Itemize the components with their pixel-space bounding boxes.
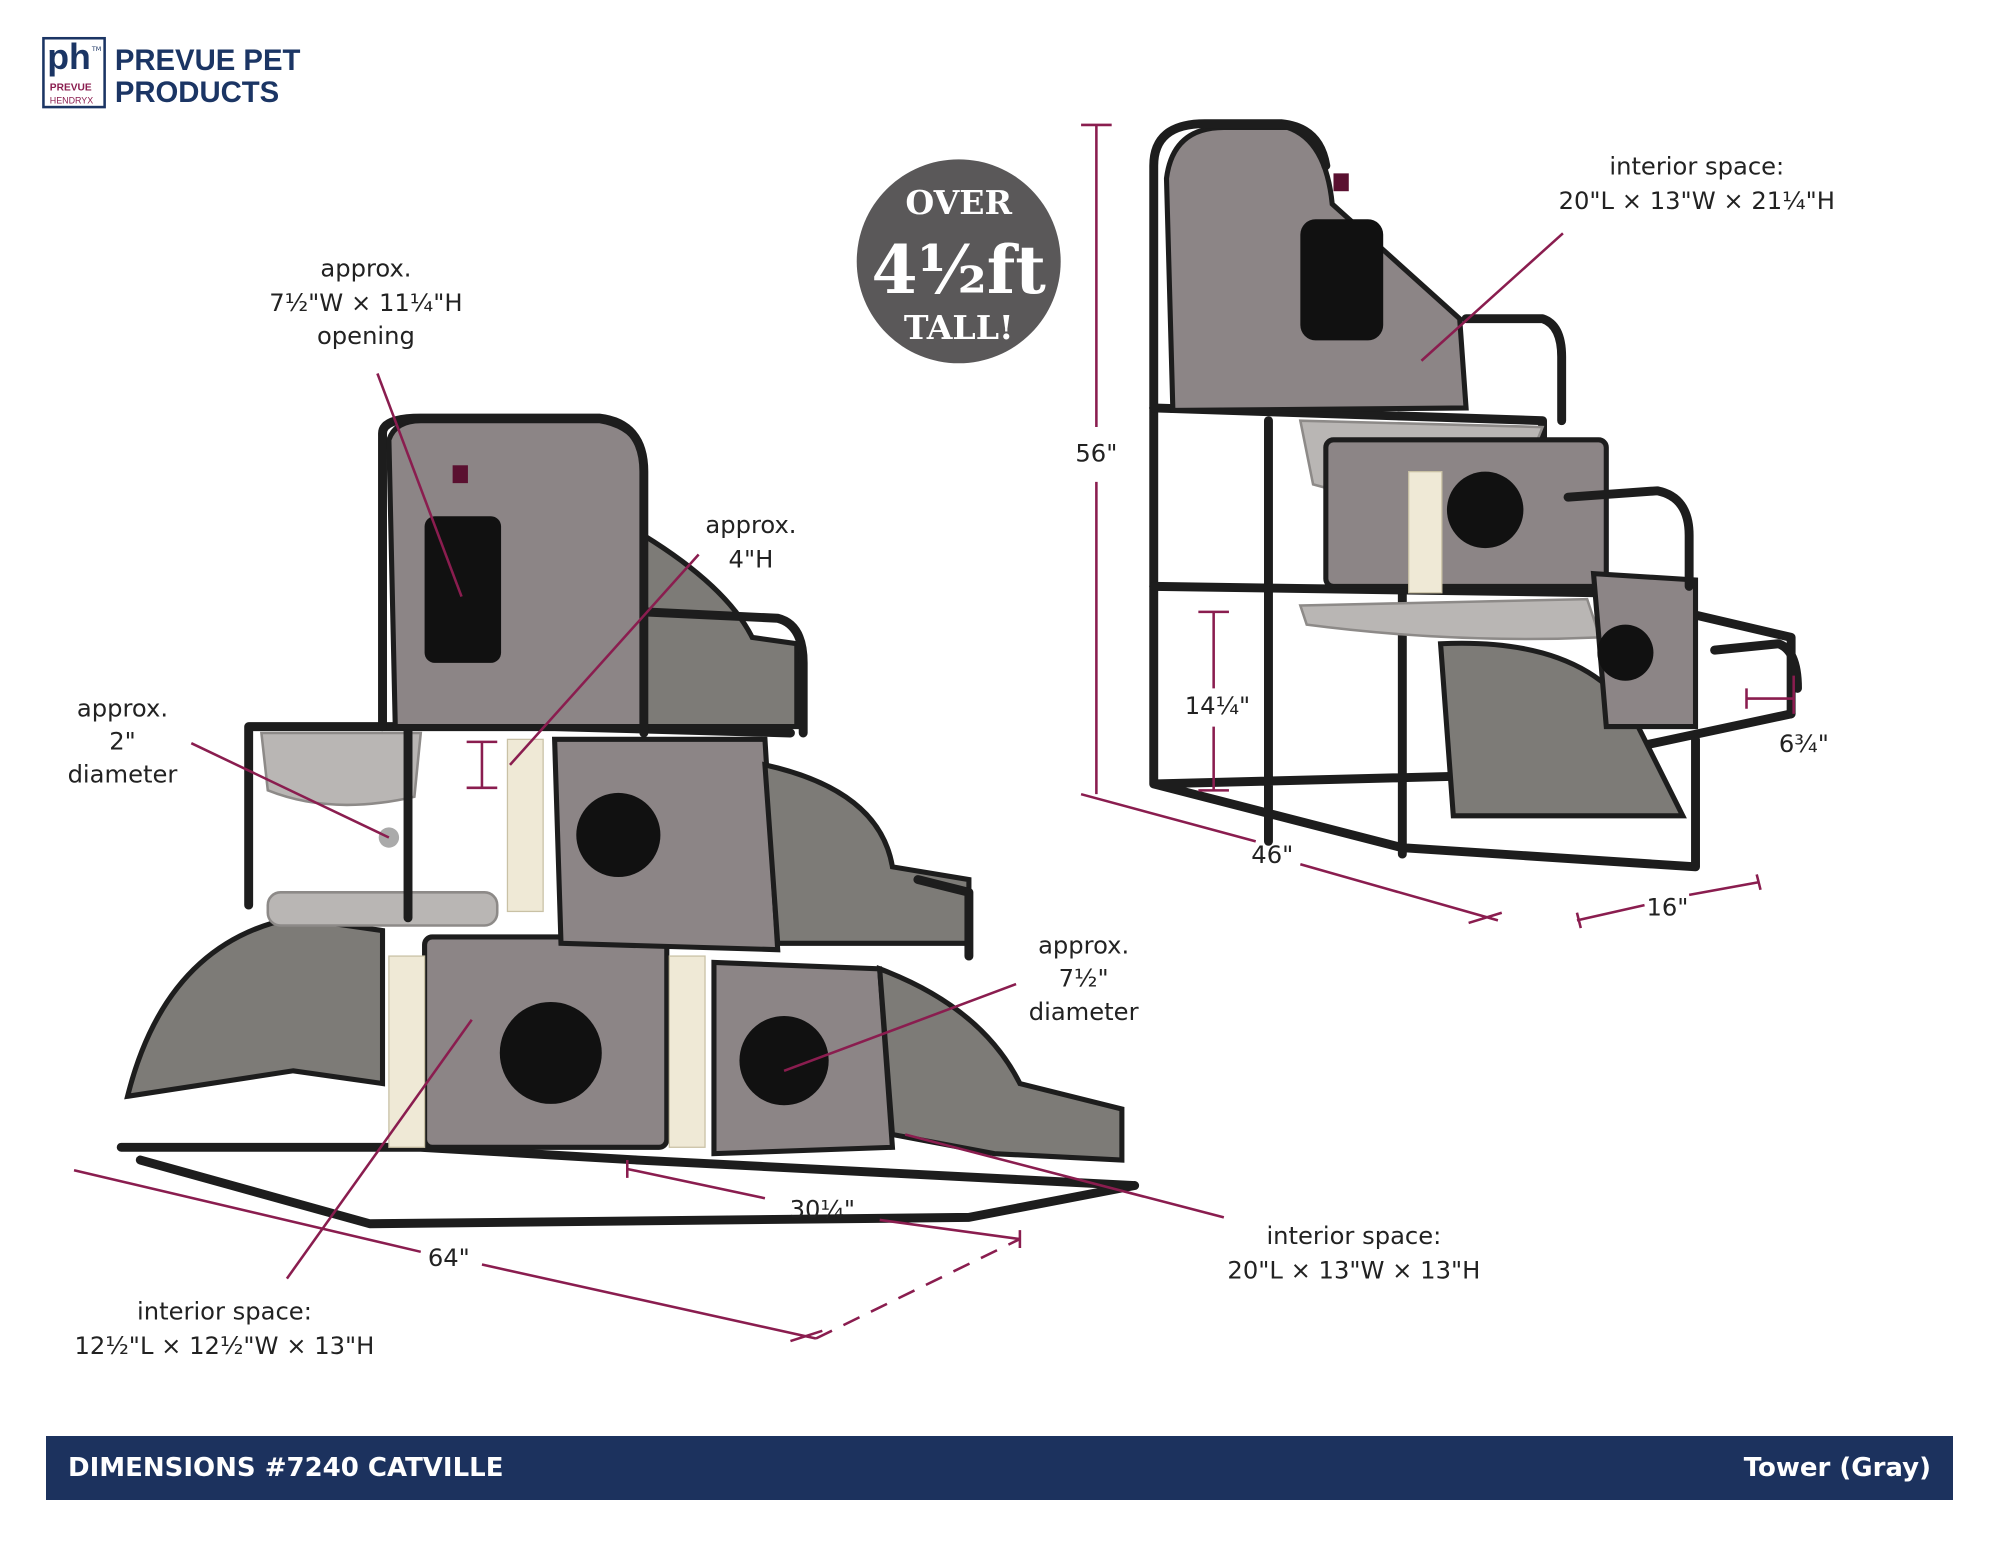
- svg-text:TM: TM: [91, 45, 101, 53]
- svg-text:approx.: approx.: [77, 694, 168, 722]
- label-hole-diameter: approx. 7½" diameter: [1029, 932, 1139, 1026]
- label-depth: 16": [1646, 893, 1688, 921]
- svg-text:approx.: approx.: [1038, 932, 1129, 960]
- svg-text:7½"W × 11¼"H: 7½"W × 11¼"H: [269, 289, 462, 317]
- svg-text:7½": 7½": [1059, 965, 1109, 993]
- svg-text:20"L × 13"W × 13"H: 20"L × 13"W × 13"H: [1227, 1257, 1480, 1285]
- svg-text:interior space:: interior space:: [137, 1297, 312, 1325]
- svg-text:TALL!: TALL!: [904, 308, 1014, 347]
- svg-text:PRODUCTS: PRODUCTS: [115, 76, 279, 109]
- svg-text:diameter: diameter: [1029, 998, 1139, 1026]
- svg-text:4"H: 4"H: [729, 545, 774, 573]
- svg-text:interior space:: interior space:: [1266, 1222, 1441, 1250]
- svg-text:12½"L × 12½"W × 13"H: 12½"L × 12½"W × 13"H: [75, 1332, 375, 1360]
- svg-text:interior space:: interior space:: [1609, 153, 1784, 181]
- svg-text:20"L × 13"W × 21¼"H: 20"L × 13"W × 21¼"H: [1559, 187, 1835, 215]
- label-top-interior: interior space: 20"L × 13"W × 21¼"H: [1559, 153, 1835, 215]
- svg-text:ph: ph: [47, 37, 91, 77]
- svg-text:PREVUE PET: PREVUE PET: [115, 44, 301, 77]
- svg-text:opening: opening: [317, 322, 415, 350]
- footer-bar: DIMENSIONS #7240 CATVILLE Tower (Gray): [46, 1436, 1953, 1500]
- label-cube-interior: interior space: 12½"L × 12½"W × 13"H: [75, 1297, 375, 1359]
- svg-text:HENDRYX: HENDRYX: [50, 95, 93, 105]
- svg-text:approx.: approx.: [705, 511, 796, 539]
- svg-text:4½ft: 4½ft: [872, 231, 1047, 309]
- label-ball-diameter: approx. 2" diameter: [68, 694, 178, 788]
- label-length: 46": [1251, 841, 1293, 869]
- svg-text:diameter: diameter: [68, 761, 178, 789]
- height-badge: OVER 4½ft TALL!: [856, 159, 1061, 364]
- catville-left-illustration: [116, 413, 1140, 1229]
- dimension-lines: [73, 123, 1795, 1343]
- label-post-height: approx. 4"H: [705, 511, 796, 573]
- footer-variant: Tower (Gray): [1743, 1453, 1931, 1483]
- svg-text:approx.: approx.: [320, 255, 411, 283]
- label-height: 56": [1075, 439, 1117, 467]
- label-tier-height: 14¼": [1185, 692, 1250, 720]
- catville-right-illustration: [1149, 119, 1802, 872]
- svg-text:OVER: OVER: [905, 183, 1012, 222]
- label-stairs-interior: interior space: 20"L × 13"W × 13"H: [1227, 1222, 1480, 1284]
- footer-title: DIMENSIONS #7240 CATVILLE: [68, 1453, 504, 1483]
- label-width-total: 64": [428, 1244, 470, 1272]
- label-step-height: 6¾": [1779, 730, 1829, 758]
- svg-text:PREVUE: PREVUE: [50, 83, 92, 94]
- label-opening: approx. 7½"W × 11¼"H opening: [269, 255, 462, 351]
- svg-text:2": 2": [109, 728, 136, 756]
- brand-logo: ph PREVUE HENDRYX TM PREVUE PET PRODUCTS: [42, 37, 301, 109]
- label-width-partial: 30¼": [790, 1195, 855, 1223]
